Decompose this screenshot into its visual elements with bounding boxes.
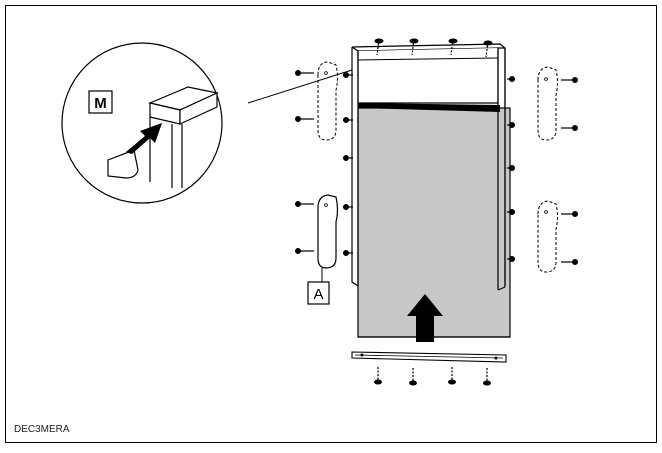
bottom-screw	[374, 367, 382, 385]
bottom-screw	[409, 368, 417, 386]
bottom-screw	[483, 368, 491, 386]
top-screw	[448, 38, 458, 56]
figure-code: DEC3MERA	[14, 424, 70, 435]
detail-label-box	[88, 90, 113, 114]
bottom-rail	[351, 351, 507, 363]
bracket-dashed-left-top	[317, 61, 338, 141]
push-up-arrow-icon	[407, 294, 443, 342]
gray-panel	[357, 107, 511, 338]
figure-border	[5, 5, 657, 443]
top-screw	[409, 38, 419, 56]
bracket-dashed-right-bottom	[537, 200, 558, 273]
detail-magnifier: M	[61, 42, 353, 204]
panel-piece-detail	[107, 149, 139, 179]
push-arrow-small-icon	[126, 123, 162, 154]
bracket-a	[317, 194, 339, 269]
leader-line	[247, 69, 353, 104]
bottom-screw	[448, 367, 456, 385]
bracket-dashed-right-top	[537, 66, 558, 141]
part-label-box	[307, 281, 330, 305]
screws	[295, 38, 578, 386]
top-screw	[483, 40, 493, 58]
detail-label: M	[94, 95, 107, 112]
part-label: A	[313, 286, 323, 303]
top-screw	[374, 38, 384, 56]
frame-assembly	[351, 43, 511, 338]
